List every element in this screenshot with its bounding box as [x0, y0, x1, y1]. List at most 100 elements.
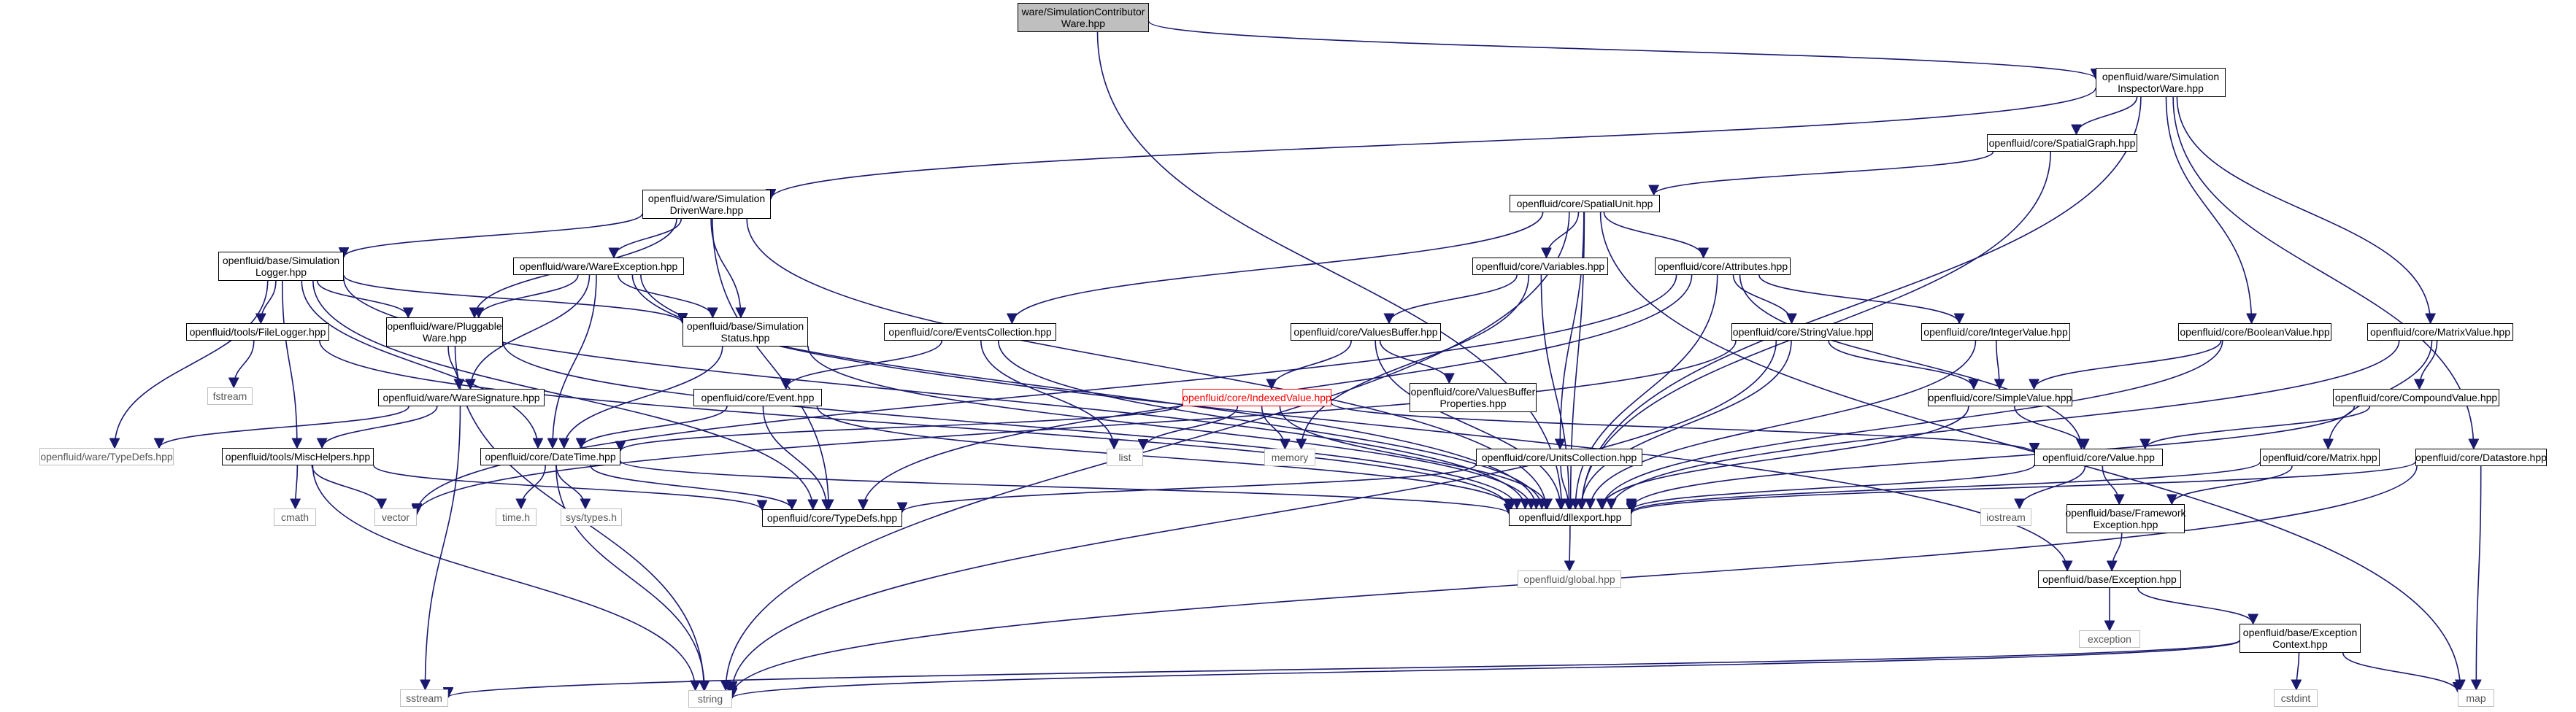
edge-matrixvalue-to-compoundvalue	[2419, 340, 2438, 389]
edge-dllexport-to-globalhpp	[1569, 525, 1570, 570]
edge-inspector-to-dllexport	[1582, 96, 2142, 508]
node-drivenware[interactable]: openfluid/ware/Simulation DrivenWare.hpp	[642, 190, 771, 219]
edge-integervalue-to-simplevalue	[1996, 340, 1999, 389]
node-booleanvalue[interactable]: openfluid/core/BooleanValue.hpp	[2178, 323, 2331, 341]
node-datetime[interactable]: openfluid/core/DateTime.hpp	[480, 448, 620, 465]
edge-event-to-dllexport	[816, 406, 1510, 508]
node-map: map	[2458, 689, 2494, 707]
edge-mischelpers-to-coretypedefs	[373, 465, 762, 510]
node-datastore[interactable]: openfluid/core/Datastore.hpp	[2415, 449, 2547, 466]
edge-booleanvalue-to-simplevalue	[2034, 340, 2222, 389]
edge-unitscoll-to-dllexport	[1560, 465, 1569, 508]
edge-drivenware-to-simlogger	[344, 213, 643, 258]
node-mischelpers[interactable]: openfluid/tools/MiscHelpers.hpp	[222, 448, 374, 465]
node-indexedvalue[interactable]: openfluid/core/IndexedValue.hpp	[1183, 389, 1331, 406]
node-simstatus[interactable]: openfluid/base/Simulation Status.hpp	[683, 317, 808, 347]
node-compoundvalue[interactable]: openfluid/core/CompoundValue.hpp	[2333, 389, 2499, 406]
edge-compoundvalue-to-dllexport	[1631, 406, 2355, 508]
edge-waresignature-to-sstream	[426, 406, 461, 689]
node-simplevalue[interactable]: openfluid/core/SimpleValue.hpp	[1928, 389, 2072, 406]
edge-attributes-to-dllexport	[1575, 274, 1718, 508]
edge-integervalue-to-dllexport	[1591, 340, 1977, 508]
edge-attributes-to-value	[1739, 274, 2082, 449]
node-variables[interactable]: openfluid/core/Variables.hpp	[1472, 258, 1608, 275]
edge-pluggable-to-dllexport	[502, 341, 1517, 508]
edge-datetime-to-dllexport	[620, 460, 1509, 514]
edge-root-to-inspector	[1148, 20, 2096, 78]
node-cstdint: cstdint	[2274, 689, 2318, 707]
node-globalhpp: openfluid/global.hpp	[1518, 570, 1621, 588]
edge-matrix-to-fwexception	[2172, 465, 2293, 504]
edge-filelogger-to-fstream	[234, 340, 255, 387]
node-stringvalue[interactable]: openfluid/core/StringValue.hpp	[1731, 323, 1873, 341]
node-fwexception[interactable]: openfluid/base/Framework Exception.hpp	[2066, 504, 2186, 533]
node-iostream: iostream	[1980, 508, 2031, 526]
node-exception[interactable]: openfluid/base/Exception.hpp	[2038, 570, 2181, 588]
edge-booleanvalue-to-dllexport	[1602, 340, 2223, 508]
node-event[interactable]: openfluid/core/Event.hpp	[693, 389, 822, 406]
edge-datastore-to-dllexport	[1631, 461, 2416, 514]
edge-spatialunit-to-attributes	[1603, 212, 1703, 258]
node-systypes: sys/types.h	[561, 508, 622, 526]
edge-drivenware-to-simstatus	[710, 218, 741, 317]
edges-group	[115, 20, 2481, 698]
edge-simlogger-to-filelogger	[261, 280, 277, 323]
node-string: string	[688, 690, 732, 708]
node-value[interactable]: openfluid/core/Value.hpp	[2034, 449, 2163, 466]
edge-variables-to-dllexport	[1540, 274, 1569, 508]
node-spatialgraph[interactable]: openfluid/core/SpatialGraph.hpp	[1987, 134, 2137, 152]
edge-valuesbuffer-to-indexedvalue	[1272, 340, 1352, 389]
node-integervalue[interactable]: openfluid/core/IntegerValue.hpp	[1921, 323, 2070, 341]
node-filelogger[interactable]: openfluid/tools/FileLogger.hpp	[186, 323, 329, 341]
node-root[interactable]: ware/SimulationContributor Ware.hpp	[1018, 3, 1149, 32]
node-unitscoll[interactable]: openfluid/core/UnitsCollection.hpp	[1476, 449, 1642, 466]
edge-stringvalue-to-vector	[417, 340, 1737, 514]
node-matrixvalue[interactable]: openfluid/core/MatrixValue.hpp	[2367, 323, 2513, 341]
edge-inspector-to-datastore	[2172, 96, 2474, 449]
node-matrix[interactable]: openfluid/core/Matrix.hpp	[2260, 449, 2380, 466]
edge-valuesbuffer-to-vbprops	[1379, 340, 1450, 383]
node-vbprops[interactable]: openfluid/core/ValuesBuffer Properties.h…	[1410, 383, 1537, 412]
node-waresignature[interactable]: openfluid/ware/WareSignature.hpp	[378, 389, 545, 406]
edge-fwexception-to-exception	[2112, 533, 2123, 570]
edge-exccontext-to-string	[732, 640, 2240, 698]
edge-matrix-to-dllexport	[1631, 461, 2261, 513]
edge-inspector-to-matrixvalue	[2176, 96, 2430, 323]
edge-wareexception-to-waresignature	[471, 274, 591, 389]
edge-drivenware-to-wareexception	[614, 218, 682, 258]
node-valuesbuffer[interactable]: openfluid/core/ValuesBuffer.hpp	[1291, 323, 1441, 341]
node-memory: memory	[1264, 449, 1315, 466]
node-waretypedefs: openfluid/ware/TypeDefs.hpp	[39, 448, 174, 465]
edge-simlogger-to-coretypedefs	[312, 280, 813, 509]
edge-inspector-to-drivenware	[771, 88, 2096, 199]
edge-mischelpers-to-vector	[311, 465, 381, 508]
edge-event-to-datetime	[581, 406, 728, 448]
edge-valuesbuffer-to-dllexport	[1374, 340, 1561, 508]
node-eventscoll[interactable]: openfluid/core/EventsCollection.hpp	[884, 323, 1056, 341]
node-inspector[interactable]: openfluid/ware/Simulation InspectorWare.…	[2096, 68, 2226, 97]
edge-stringvalue-to-string	[732, 340, 1777, 692]
edge-datetime-to-string	[555, 465, 704, 690]
edge-spatialunit-to-variables	[1547, 212, 1580, 258]
node-coretypedefs[interactable]: openfluid/core/TypeDefs.hpp	[762, 509, 902, 527]
edge-waresignature-to-waretypedefs	[159, 406, 410, 448]
edge-variables-to-valuesbuffer	[1389, 274, 1518, 323]
edge-spatialunit-to-eventscoll	[1012, 212, 1544, 323]
node-spatialunit[interactable]: openfluid/core/SpatialUnit.hpp	[1510, 195, 1660, 212]
edge-indexedvalue-to-memory	[1261, 406, 1285, 449]
node-wareexception[interactable]: openfluid/ware/WareException.hpp	[513, 258, 684, 275]
edge-attributes-to-integervalue	[1758, 274, 1959, 323]
node-list: list	[1107, 449, 1143, 466]
node-exccontext[interactable]: openfluid/base/Exception Context.hpp	[2239, 624, 2361, 653]
edge-compoundvalue-to-value	[2145, 406, 2371, 449]
node-dllexport[interactable]: openfluid/dllexport.hpp	[1509, 508, 1631, 526]
node-attributes[interactable]: openfluid/core/Attributes.hpp	[1655, 258, 1791, 275]
edge-drivenware-to-coretypedefs	[712, 218, 828, 509]
node-timeh: time.h	[496, 508, 537, 526]
node-pluggable[interactable]: openfluid/ware/Pluggable Ware.hpp	[386, 317, 503, 347]
edge-exccontext-to-sstream	[448, 639, 2240, 697]
node-simlogger[interactable]: openfluid/base/Simulation Logger.hpp	[218, 252, 344, 281]
edge-exccontext-to-cstdint	[2296, 652, 2299, 689]
edge-mischelpers-to-string	[312, 465, 695, 690]
